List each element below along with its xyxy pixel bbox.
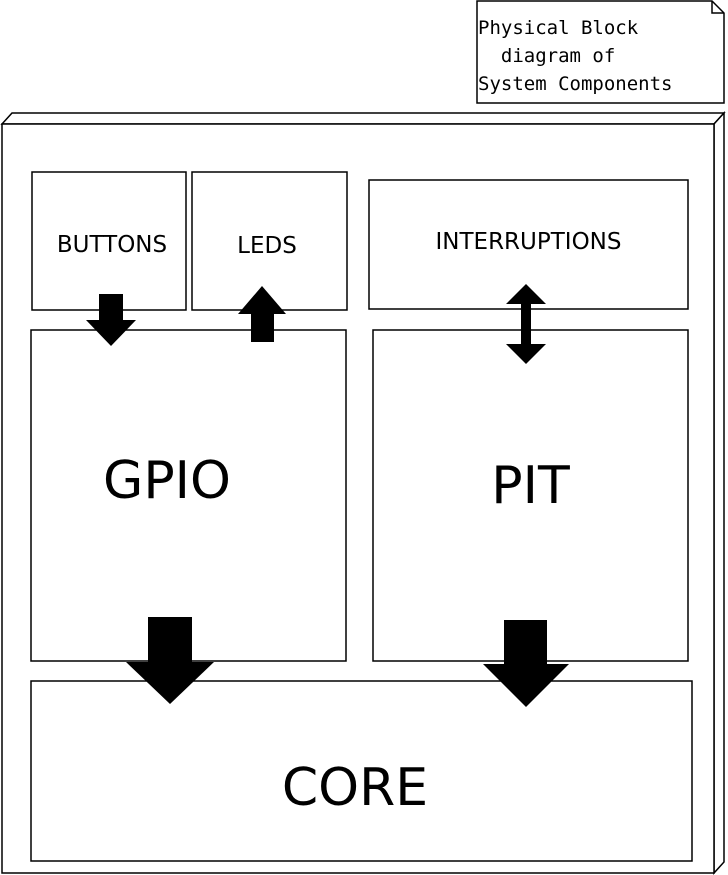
- note-line: Physical Block: [478, 17, 639, 39]
- buttons-label: BUTTONS: [56, 232, 168, 258]
- pit-to-core-arrow: [483, 620, 569, 707]
- note-line: diagram of: [478, 45, 616, 67]
- buttons-to-gpio-arrow: [86, 294, 136, 346]
- pit-block: [372, 329, 689, 662]
- gpio-to-leds-arrow: [238, 286, 286, 342]
- note-line: System Components: [478, 73, 673, 95]
- interruptions-pit-arrow: [506, 284, 546, 364]
- core-block: [30, 680, 693, 862]
- core-label: CORE: [281, 758, 429, 818]
- interruptions-label: INTERRUPTIONS: [435, 229, 622, 255]
- gpio-label: GPIO: [103, 451, 231, 511]
- note-box: [476, 0, 725, 104]
- pit-label: PIT: [491, 456, 570, 516]
- leds-label: LEDS: [237, 233, 297, 259]
- note-text: Physical Block diagram of System Componen…: [478, 14, 720, 98]
- gpio-to-core-arrow: [126, 617, 214, 704]
